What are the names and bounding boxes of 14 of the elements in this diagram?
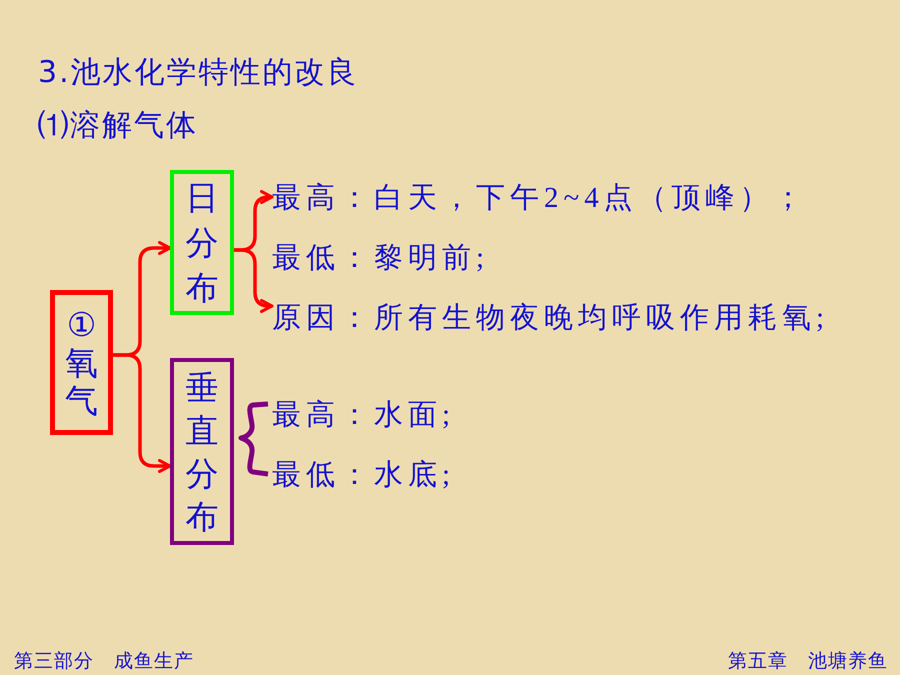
note-text: 最高：白天，下午2~4点（顶峰）； bbox=[272, 181, 808, 215]
note-text: 最低：水底; bbox=[272, 458, 456, 492]
category-box: 垂直分布 bbox=[170, 358, 234, 545]
footer-text: 第五章 池塘养鱼 bbox=[728, 650, 888, 674]
section-heading: ⑴溶解气体 bbox=[38, 108, 198, 144]
note-text: 最高：水面; bbox=[272, 398, 456, 432]
arrow bbox=[113, 353, 172, 473]
slide-title: 3.池水化学特性的改良 bbox=[38, 55, 359, 91]
category-box: 日分布 bbox=[170, 170, 234, 315]
note-text: 最低：黎明前; bbox=[272, 241, 490, 275]
note-text: 原因：所有生物夜晚均呼吸作用耗氧; bbox=[272, 301, 830, 335]
topic-box: ①氧气 bbox=[50, 290, 113, 435]
arrow bbox=[234, 248, 274, 313]
footer-text: 第三部分 成鱼生产 bbox=[14, 650, 194, 674]
